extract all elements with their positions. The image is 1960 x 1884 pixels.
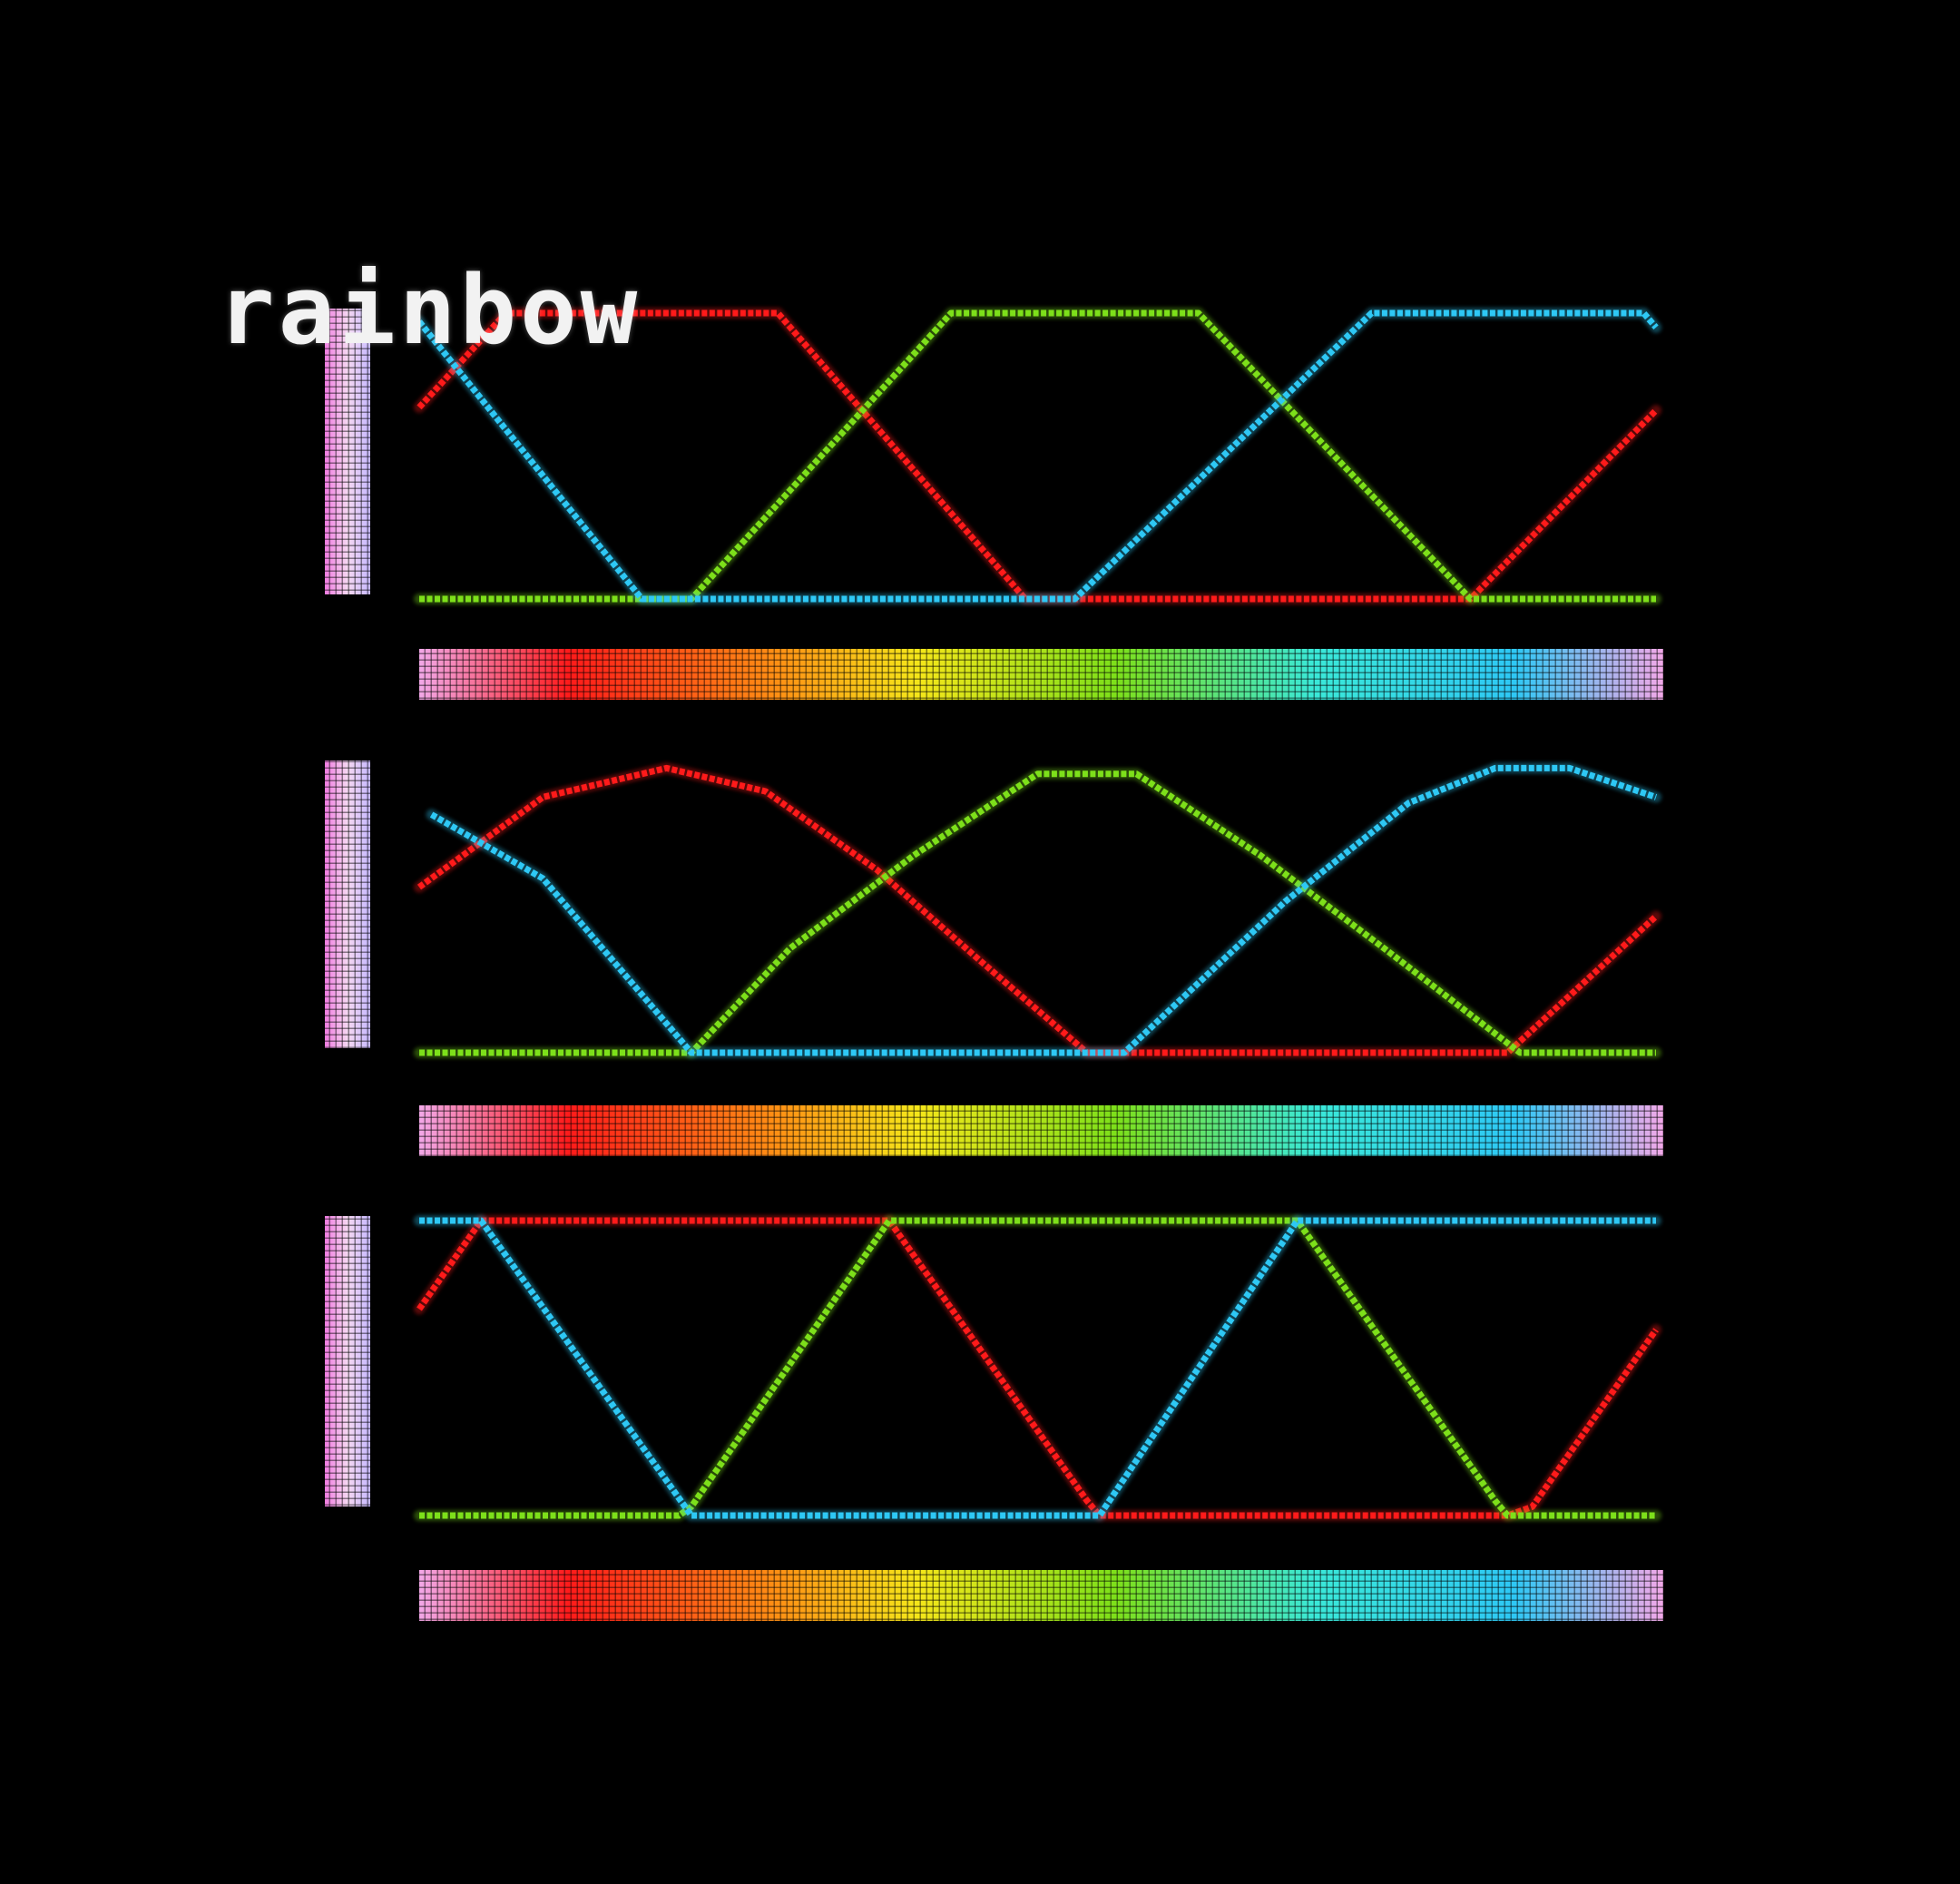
chart-panel-1 [325,308,1663,700]
side-bar-pixel-grid [325,1216,370,1506]
series-red-line [416,764,1659,1056]
series-blue-line [429,764,1658,1056]
colorbar-pixel-grid [419,1570,1663,1621]
series-green-line [419,1217,1656,1519]
colorbar-pixel-grid [419,1105,1663,1156]
series-blue-line [416,309,1659,603]
colorbar-pixel-grid [419,649,1663,700]
side-bar-pixel-grid [325,760,370,1048]
series-red-line [416,1217,1659,1519]
chart-title: rainbow [218,255,642,366]
series-blue-line [419,1217,1656,1519]
side-bar-pixel-grid [325,309,370,594]
chart-panel-2 [325,760,1663,1156]
chart-panel-3 [325,1215,1663,1621]
series-green-line [419,770,1656,1056]
series-red-line [416,309,1659,603]
